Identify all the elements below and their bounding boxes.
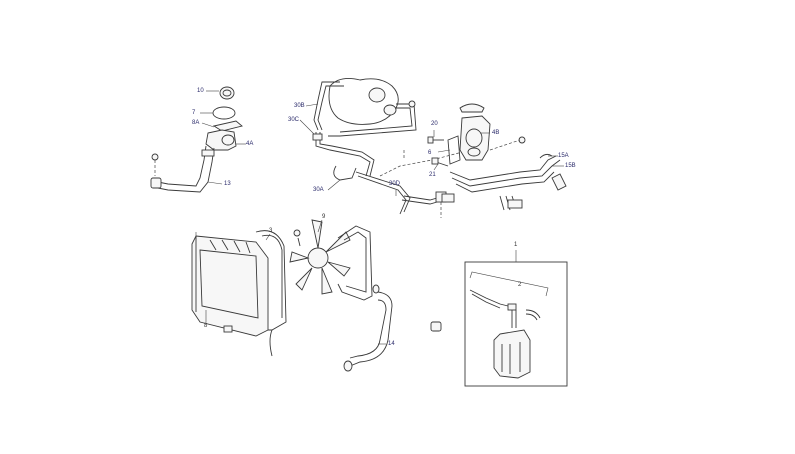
callout-3: 3 xyxy=(269,228,273,234)
thermostat-cap xyxy=(219,86,235,100)
radiator xyxy=(191,235,269,337)
callout-21: 21 xyxy=(429,172,436,178)
expansion-tank xyxy=(493,310,531,379)
bolt-21 xyxy=(431,157,449,167)
pump-gasket-6 xyxy=(447,135,461,165)
fan-shroud xyxy=(255,230,287,331)
hose-13 xyxy=(150,145,215,193)
callout-30A: 30A xyxy=(313,187,324,193)
kit-bracket-2 xyxy=(469,271,549,297)
callout-6: 6 xyxy=(428,150,432,156)
fan-bolt xyxy=(293,229,301,247)
callout-30C: 30C xyxy=(288,117,300,123)
callout-30D: 30D xyxy=(389,181,401,187)
callout-2: 2 xyxy=(518,282,522,288)
fan-cowl xyxy=(337,225,373,301)
overflow-pipe xyxy=(469,289,517,311)
hose-clip-isolated xyxy=(430,321,442,332)
sealing-ring xyxy=(212,106,236,120)
bypass-pipe-15A-15B xyxy=(449,153,561,193)
callout-7: 7 xyxy=(192,110,196,116)
coolant-pipe-30C xyxy=(312,132,375,177)
connector-lower xyxy=(441,193,455,203)
callout-20: 20 xyxy=(431,121,438,127)
callout-9: 9 xyxy=(322,214,326,220)
cooling-fan xyxy=(289,219,351,295)
callout-10: 10 xyxy=(197,88,204,94)
intake-manifold-outline xyxy=(328,78,399,125)
small-hose xyxy=(525,309,541,321)
callout-8A: 8A xyxy=(192,120,200,126)
callout-15B: 15B xyxy=(565,163,576,169)
callout-13: 13 xyxy=(224,181,231,187)
kit-box xyxy=(464,250,568,387)
water-pump-body xyxy=(459,115,491,161)
pump-cover xyxy=(459,103,485,113)
callout-15A: 15A xyxy=(558,153,569,159)
callout-14: 14 xyxy=(388,341,395,347)
bolt-small xyxy=(151,153,159,176)
coolant-pipe-30D xyxy=(401,191,447,218)
drain-wire xyxy=(269,329,273,357)
pipe-bracket xyxy=(551,173,567,191)
thermostat-gasket xyxy=(212,120,243,132)
callout-4B: 4B xyxy=(492,130,500,136)
thermostat-housing xyxy=(205,129,237,151)
coolant-pipe-30A xyxy=(333,165,411,215)
callout-8: 8 xyxy=(204,323,208,329)
callout-30B: 30B xyxy=(294,103,305,109)
radiator-hose-14 xyxy=(343,284,393,372)
callout-4A: 4A xyxy=(246,141,254,147)
bolt-20 xyxy=(427,136,444,144)
callout-1: 1 xyxy=(514,242,518,248)
coolant-pipe-30B xyxy=(313,81,344,131)
coolant-pipe-upper xyxy=(328,100,417,137)
small-clip-bottom xyxy=(223,325,233,333)
hose-clips-lower xyxy=(499,195,523,211)
